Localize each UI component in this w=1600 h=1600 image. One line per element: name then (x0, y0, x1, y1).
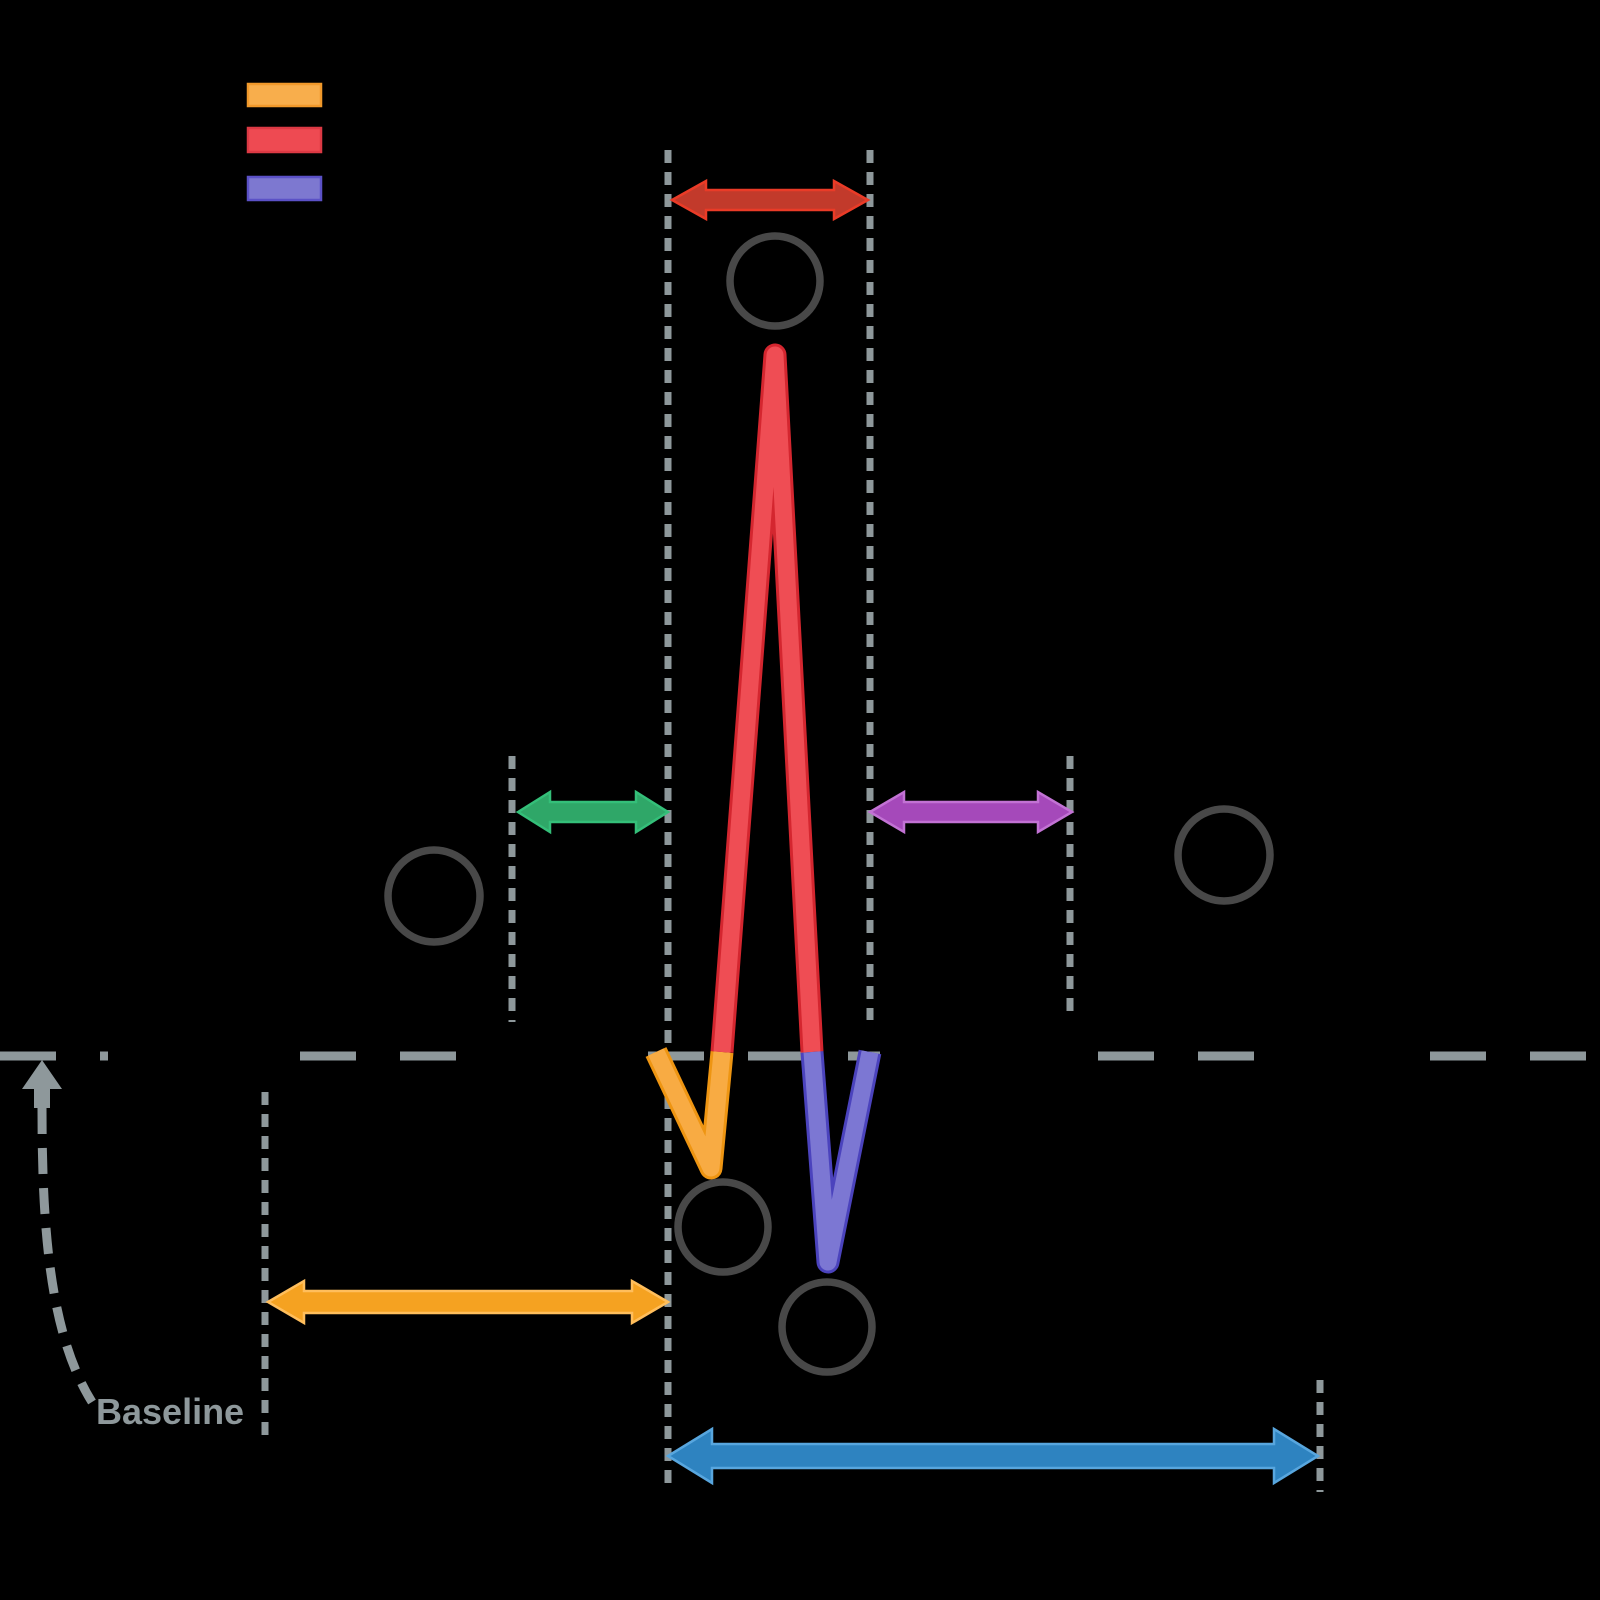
s-wave (803, 1050, 879, 1271)
r-wave-circle (726, 232, 824, 330)
interval-arrows (265, 178, 1321, 1486)
legend-swatch-purple (246, 175, 323, 202)
st-segment-arrow (867, 789, 1075, 835)
r-spike (713, 346, 821, 1053)
baseline-pointer (22, 1060, 96, 1405)
s-wave-circle (778, 1278, 876, 1376)
wave-markers (384, 232, 1274, 1376)
qrs-duration-arrow (669, 178, 871, 222)
ecg-trace (645, 343, 882, 1274)
pr-segment-arrow (515, 789, 671, 835)
legend (246, 82, 323, 202)
pr-interval-arrow (265, 1278, 671, 1326)
baseline-pointer-arrowhead-icon (22, 1060, 62, 1108)
q-wave-circle (674, 1178, 772, 1276)
q-wave (648, 1048, 731, 1177)
qt-interval-arrow (665, 1426, 1321, 1486)
legend-swatch-red (246, 126, 323, 154)
baseline-label: Baseline (96, 1391, 244, 1432)
legend-swatch-orange (246, 82, 323, 108)
vertical-guides (261, 150, 1324, 1492)
t-wave-circle (1174, 805, 1274, 905)
p-wave-circle (384, 846, 484, 946)
baseline-pointer-tail (37, 1107, 96, 1405)
